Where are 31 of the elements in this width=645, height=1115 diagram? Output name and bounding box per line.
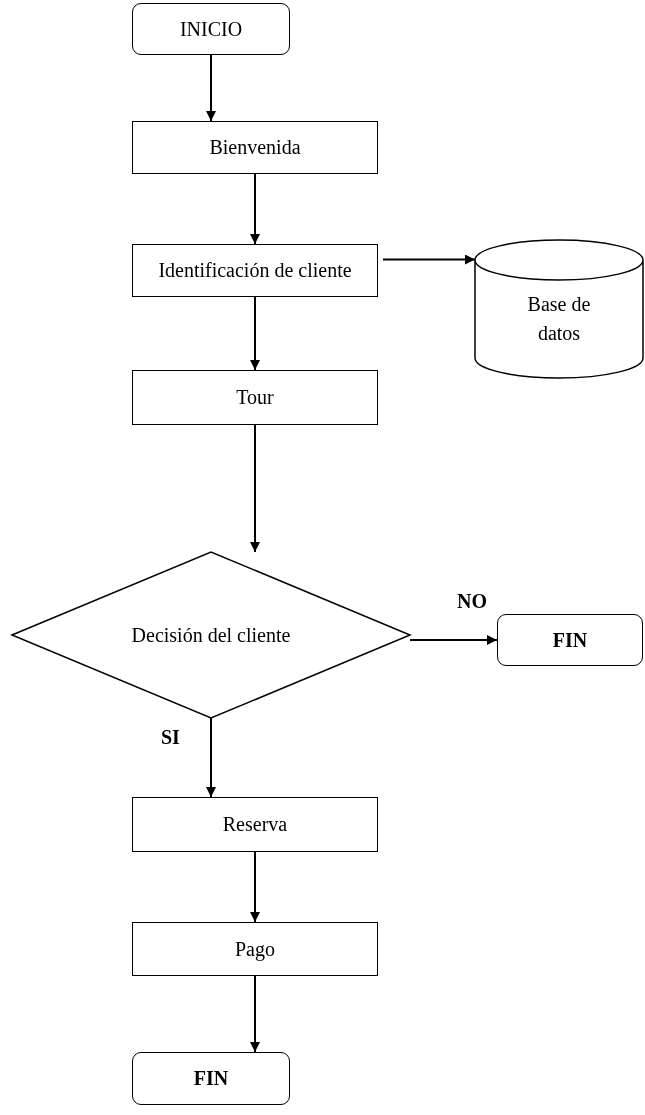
terminal-box: [497, 614, 643, 666]
node-label: FIN: [193, 1066, 229, 1091]
terminal-box: [132, 1052, 290, 1105]
process-box: [132, 922, 378, 976]
node-label: Base de datos: [526, 292, 592, 346]
process-box: [132, 121, 378, 174]
arrow: [250, 296, 260, 371]
edge-label: SI: [161, 726, 180, 749]
node-label: Identificación de cliente: [158, 258, 352, 283]
node-label: Reserva: [222, 812, 288, 837]
node-label: Tour: [236, 385, 274, 410]
arrow: [409, 635, 498, 645]
arrow: [206, 717, 216, 798]
node-label: FIN: [552, 627, 588, 653]
arrow: [250, 851, 260, 923]
arrow: [250, 424, 260, 553]
process-box: [132, 244, 378, 297]
arrow: [382, 254, 476, 265]
arrow: [250, 975, 260, 1053]
database-cylinder: [475, 240, 643, 378]
terminal-box: [132, 3, 290, 55]
arrow: [250, 173, 260, 245]
node-label: INICIO: [179, 16, 243, 42]
node-label: Decisión del cliente: [131, 622, 291, 648]
arrow: [206, 54, 216, 122]
process-box: [132, 370, 378, 425]
process-box: [132, 797, 378, 852]
edge-label: NO: [457, 590, 487, 613]
node-label: Pago: [235, 936, 275, 963]
decision-diamond: [12, 552, 410, 718]
node-label: Bienvenida: [209, 135, 301, 160]
